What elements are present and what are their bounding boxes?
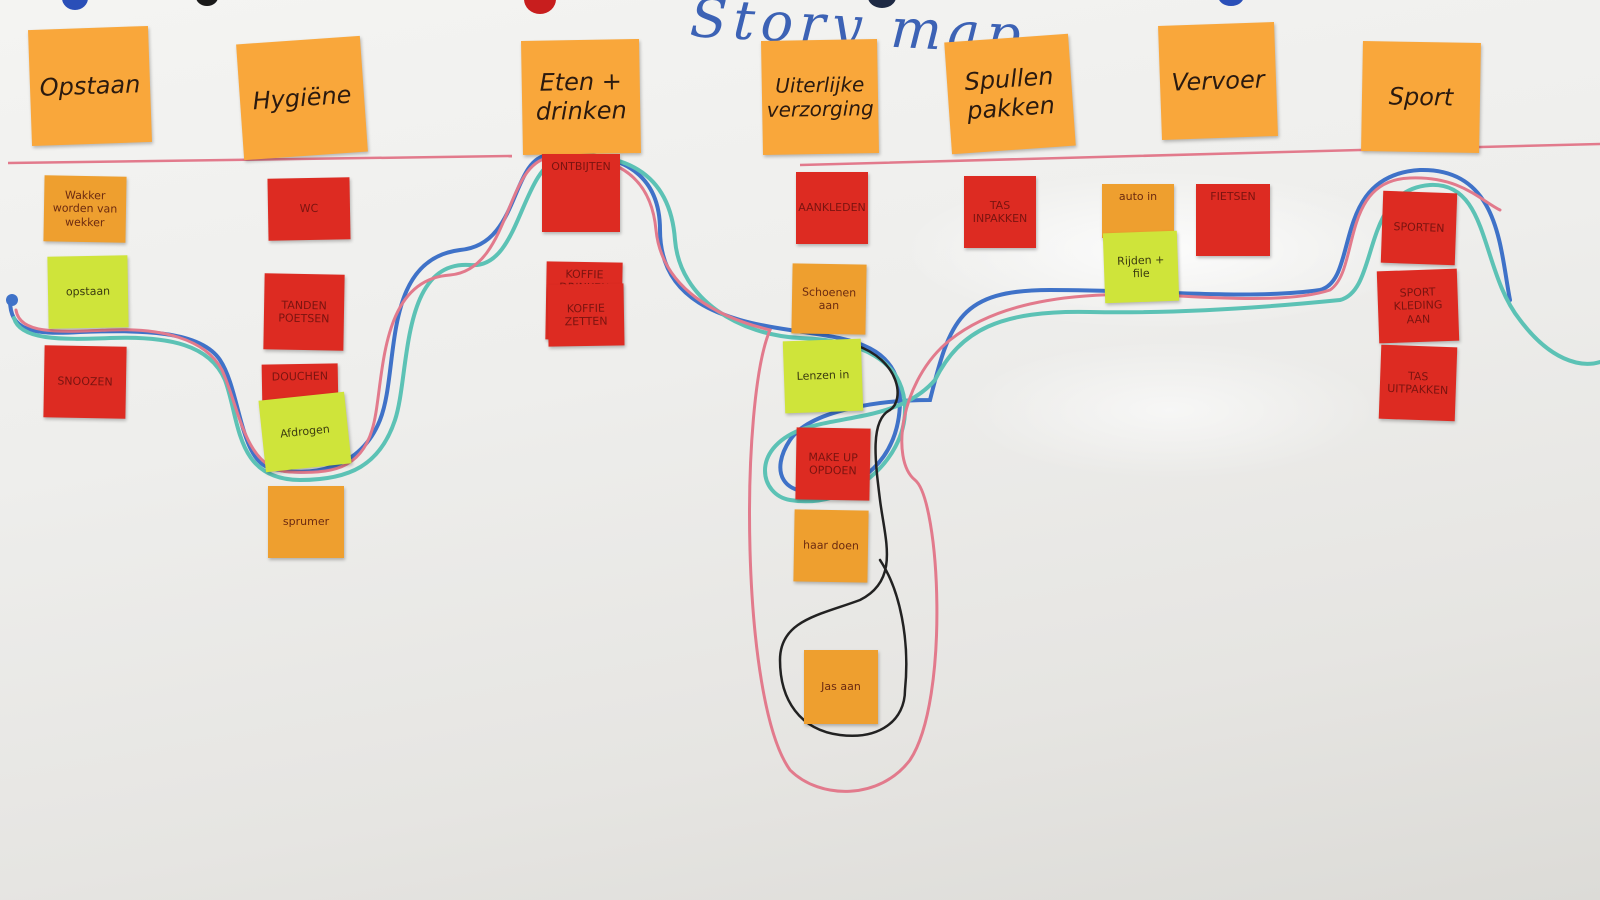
task-note: Rijden + file bbox=[1102, 230, 1180, 304]
black-magnet bbox=[196, 0, 218, 6]
header-note-spullen-pakken: Spullen pakken bbox=[944, 33, 1076, 155]
task-note: haar doen bbox=[793, 509, 869, 583]
dark-magnet bbox=[868, 0, 896, 8]
header-note-eten-drinken: Eten + drinken bbox=[521, 38, 641, 156]
task-note: Lenzen in bbox=[782, 338, 864, 414]
journey-line-black bbox=[778, 343, 908, 738]
task-note: TANDEN POETSEN bbox=[263, 273, 345, 351]
task-note: Schoenen aan bbox=[791, 263, 867, 335]
header-note-opstaan: Opstaan bbox=[28, 25, 152, 147]
task-note: Jas aan bbox=[804, 650, 878, 724]
task-note: MAKE UP OPDOEN bbox=[795, 427, 871, 501]
backbone-divider-right bbox=[799, 142, 1600, 167]
blue-magnet bbox=[62, 0, 88, 10]
task-note: SPORTEN bbox=[1380, 190, 1458, 266]
blue-magnet bbox=[1218, 0, 1244, 6]
task-note: Afdrogen bbox=[258, 391, 352, 473]
task-note: KOFFIE ZETTEN bbox=[547, 283, 625, 347]
header-note-sport: Sport bbox=[1361, 40, 1481, 154]
task-note: TAS INPAKKEN bbox=[964, 176, 1036, 248]
task-note: TAS UITPAKKEN bbox=[1378, 344, 1458, 422]
red-magnet bbox=[524, 0, 556, 14]
task-note: FIETSEN bbox=[1196, 184, 1270, 256]
header-note-hygiene: Hygiëne bbox=[236, 35, 368, 161]
task-note: WC bbox=[267, 177, 351, 241]
task-note: opstaan bbox=[47, 255, 129, 329]
header-note-vervoer: Vervoer bbox=[1158, 22, 1278, 140]
task-note: SPORT KLEDING AAN bbox=[1376, 268, 1460, 344]
task-note: ONTBIJTEN bbox=[542, 154, 620, 232]
line-start-dot bbox=[6, 294, 18, 306]
header-note-uiterlijke-verzorging: Uiterlijke verzorging bbox=[761, 38, 879, 156]
task-note: sprumer bbox=[268, 486, 344, 558]
journey-line-blue bbox=[8, 151, 1512, 494]
backbone-divider-left bbox=[7, 154, 513, 165]
task-note: auto in bbox=[1102, 184, 1174, 238]
task-note: AANKLEDEN bbox=[796, 172, 868, 244]
task-note: Wakker worden van wekker bbox=[43, 175, 127, 243]
journey-line-pink bbox=[14, 155, 1502, 793]
task-note: SNOOZEN bbox=[43, 345, 127, 419]
